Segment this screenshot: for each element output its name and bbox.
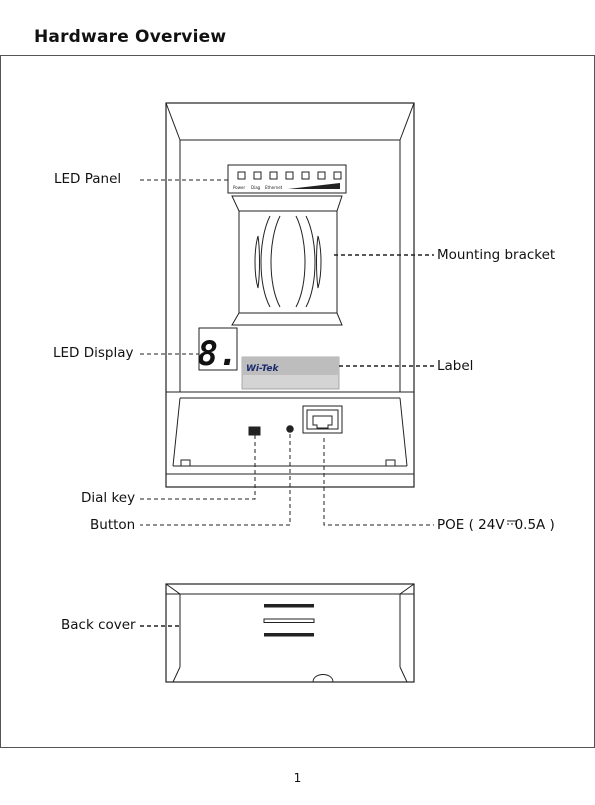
led-label-diag: Diag	[251, 185, 261, 190]
display-digit: 8.	[198, 334, 239, 374]
device-label-sticker: Wi-Tek	[242, 357, 339, 389]
poe-current: 0.5A )	[515, 517, 555, 533]
led-panel: Power Diag Ethernet	[228, 165, 346, 193]
led-display: 8.	[198, 328, 239, 374]
led-signal-1	[286, 172, 293, 179]
led-signal-3	[318, 172, 325, 179]
callout-mounting-bracket: Mounting bracket	[437, 247, 555, 263]
poe-voltage: POE ( 24V	[437, 517, 505, 533]
led-signal-4	[334, 172, 341, 179]
page-number: 1	[0, 771, 595, 785]
dial-key-switch	[249, 427, 260, 435]
callout-poe: POE ( 24V 0.5A )	[437, 517, 555, 533]
led-label-power: Power	[233, 185, 245, 190]
callout-led-display: LED Display	[53, 345, 134, 361]
led-label-ethernet: Ethernet	[265, 185, 283, 190]
led-diag	[254, 172, 261, 179]
mounting-bracket	[232, 196, 342, 325]
callout-back-cover: Back cover	[61, 617, 136, 633]
led-signal-2	[302, 172, 309, 179]
poe-rj45-port	[303, 406, 342, 433]
callout-led-panel: LED Panel	[54, 171, 121, 187]
brand-logo: Wi-Tek	[246, 364, 280, 374]
callout-button: Button	[90, 517, 135, 533]
led-power	[238, 172, 245, 179]
vent-slot-2	[264, 619, 314, 623]
reset-button	[286, 425, 295, 434]
vent-slot-3	[264, 633, 314, 637]
vent-slot-1	[264, 604, 314, 608]
led-ethernet	[270, 172, 277, 179]
callout-dial-key: Dial key	[81, 490, 135, 506]
callout-label: Label	[437, 358, 473, 374]
